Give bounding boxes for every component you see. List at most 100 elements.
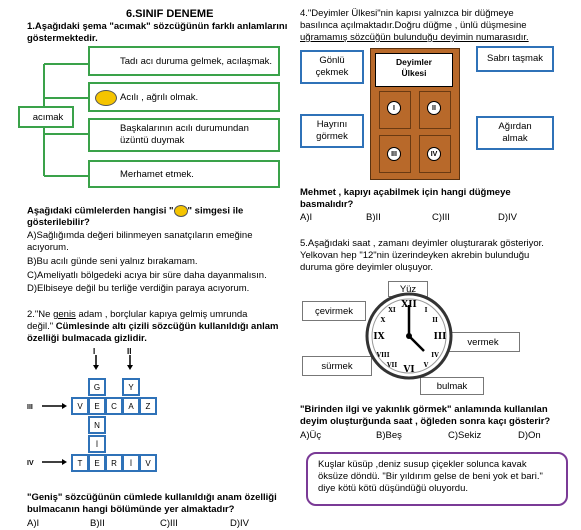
center-node-acimak: acımak: [18, 106, 74, 128]
q4-option-d[interactable]: D)IV: [498, 212, 517, 223]
cell-r4c0: T: [71, 454, 89, 472]
q4-option-c[interactable]: C)III: [432, 212, 450, 223]
q1-option-a[interactable]: A)Sağlığımda değeri bilinmeyen sanatçıla…: [27, 230, 253, 241]
svg-text:V: V: [423, 362, 429, 369]
cell-r3c1: İ: [88, 435, 106, 453]
q5-option-b[interactable]: B)Beş: [376, 430, 402, 441]
q2-question: 2."Ne genis adam , borçlular kapıya gelm…: [27, 309, 247, 321]
svg-text:XI: XI: [388, 307, 396, 314]
door-knob-iv[interactable]: IV: [427, 147, 441, 161]
door-panel-1: [379, 91, 411, 129]
meaning-3b: üzüntü duymak: [120, 135, 185, 146]
q2-option-d[interactable]: D)IV: [230, 518, 249, 529]
q6-quote-3: diye kötü kötü düşündüğü oluyordu.: [318, 483, 468, 494]
q5-line3: duruma göre deyimler oluşuyor.: [300, 262, 434, 273]
meaning-3a: Başkalarının acılı durumundan: [120, 123, 249, 134]
door-knob-ii[interactable]: II: [427, 101, 441, 115]
q2-option-a[interactable]: A)I: [27, 518, 40, 529]
sun-oval-icon: [95, 90, 117, 106]
q4-option-a[interactable]: A)I: [300, 212, 313, 223]
clock-label-bulmak: bulmak: [420, 377, 484, 395]
idiom-2: Sabrı taşmak: [487, 53, 543, 64]
door: Deyimler Ülkesi I II III IV: [370, 48, 460, 180]
svg-text:VII: VII: [386, 362, 397, 369]
cell-r0c3: Y: [122, 378, 140, 396]
q1-option-c[interactable]: C)Ameliyatlı bölgedeki acıya bir süre da…: [27, 270, 267, 281]
meaning-box-3: Başkalarının acılı durumundan üzüntü duy…: [88, 118, 280, 152]
q5-option-d[interactable]: D)On: [518, 430, 541, 441]
sun-icon-inline: [173, 205, 188, 217]
q4-prompt-1: Mehmet , kapıyı açabilmek için hangi düğ…: [300, 187, 511, 198]
q1-option-a-cont: acıyorum.: [27, 242, 69, 253]
cell-r4c4: V: [139, 454, 157, 472]
q5-option-c[interactable]: C)Sekiz: [448, 430, 482, 441]
idiom-box-4: Ağırdan almak: [476, 116, 554, 150]
svg-text:I: I: [425, 307, 428, 314]
cell-r1c0: V: [71, 397, 89, 415]
q1-prompt-line2: gösterilebilir?: [27, 217, 90, 228]
svg-text:VIII: VIII: [375, 352, 389, 359]
q2-rest: adam , borçlular kapıya gelmiş umrunda: [75, 309, 248, 320]
idiom-box-1: Gönlü çekmek: [300, 50, 364, 84]
q2-l2b: Cümlesinde altı çizili sözcüğün kullanıl…: [55, 321, 279, 332]
q2-underlined-word: genis: [53, 309, 76, 320]
door-panel-4: [419, 135, 451, 173]
clock-label-surmek: sürmek: [302, 356, 372, 376]
q5-prompt-1: "Birinden ilgi ve yakınlık görmek" anlam…: [300, 404, 548, 415]
door-panel-3: [379, 135, 411, 173]
q1-question-text: 1.Aşağıdaki şema "acımak" sözcüğünün far…: [27, 21, 288, 32]
meaning-box-4: Merhamet etmek.: [88, 160, 280, 188]
svg-text:II: II: [432, 317, 438, 324]
door-knob-i[interactable]: I: [387, 101, 401, 115]
q1-prompt-b: " simgesi ile: [187, 205, 244, 217]
cell-r2c1: N: [88, 416, 106, 434]
q5-option-a[interactable]: A)Üç: [300, 430, 322, 441]
q2-question-line3: özelliği bulmacada gizlidir.: [27, 333, 147, 344]
q2-l2a: değil.": [27, 321, 56, 332]
clock-label-vermek: vermek: [446, 332, 520, 352]
svg-text:X: X: [381, 317, 386, 324]
meaning-box-2: Acılı , ağrılı olmak.: [88, 82, 280, 112]
door-panel-2: [419, 91, 451, 129]
q1-option-d[interactable]: D)Elbiseye değil bu terliğe verdiğin par…: [27, 283, 250, 294]
q2-start: 2."Ne: [27, 309, 54, 320]
svg-text:IX: IX: [373, 332, 384, 342]
row-label-iii: III: [27, 404, 33, 411]
cell-r1c3: A: [122, 397, 140, 415]
q6-quote-1: Kuşlar küsüp ,deniz susup çiçekler solun…: [318, 459, 527, 470]
door-sign: Deyimler Ülkesi: [375, 53, 453, 87]
q1-prompt-a: Aşağıdaki cümlelerden hangisi ": [27, 205, 174, 217]
meaning-2: Acılı , ağrılı olmak.: [120, 91, 199, 103]
clock-label-cevirmek: çevirmek: [302, 301, 366, 321]
q4-option-b[interactable]: B)II: [366, 212, 381, 223]
q1-prompt: Aşağıdaki cümlelerden hangisi " " simgesi…: [27, 205, 243, 218]
meaning-box-1: Tadı acı duruma gelmek, acılaşmak.: [88, 46, 280, 76]
door-knob-iii[interactable]: III: [387, 147, 401, 161]
idiom-3: Hayrını görmek: [316, 119, 348, 142]
q4-line1: 4."Deyimler Ülkesi"nin kapısı yalnızca b…: [300, 8, 514, 19]
cell-r4c3: İ: [122, 454, 140, 472]
q4-line2: basılınca açılmaktadır.Doğru düğme , ünl…: [300, 20, 527, 31]
cell-r1c1: E: [88, 397, 106, 415]
q6-quote-2: öksüze döndü. "Bir yıldırım gelse de ben…: [318, 471, 543, 482]
crossword-arrows: [42, 403, 67, 465]
crossword-down-arrows: [93, 355, 133, 370]
q2-option-b[interactable]: B)II: [90, 518, 105, 529]
svg-text:VI: VI: [402, 365, 414, 375]
q2-footer-2: bulmacanın hangi bölümünde yer almaktadı…: [27, 504, 235, 515]
svg-text:III: III: [434, 332, 447, 342]
meaning-1: Tadı acı duruma gelmek, acılaşmak.: [120, 55, 273, 67]
idiom-1: Gönlü çekmek: [315, 55, 349, 78]
q6-quote-box: Kuşlar küsüp ,deniz susup çiçekler solun…: [306, 452, 568, 506]
clock-icon: XII III VI IX I II IV V VII VIII X XI: [365, 292, 453, 380]
q2-option-c[interactable]: C)III: [160, 518, 178, 529]
page-title: 6.SINIF DENEME: [126, 8, 214, 20]
cell-r4c2: R: [105, 454, 123, 472]
q1-question-line2: göstermektedir.: [27, 33, 98, 44]
q1-question: 1.Aşağıdaki şema "acımak" sözcüğünün far…: [27, 21, 287, 33]
col-label-ii: II: [127, 347, 132, 356]
svg-text:IV: IV: [431, 352, 439, 359]
q1-option-b[interactable]: B)Bu acılı günde seni yalnız bırakamam.: [27, 256, 198, 267]
idiom-box-3: Hayrını görmek: [300, 114, 364, 148]
q5-line2: Yelkovan hep "12"nin üzerindeyken akrebi…: [300, 250, 530, 261]
